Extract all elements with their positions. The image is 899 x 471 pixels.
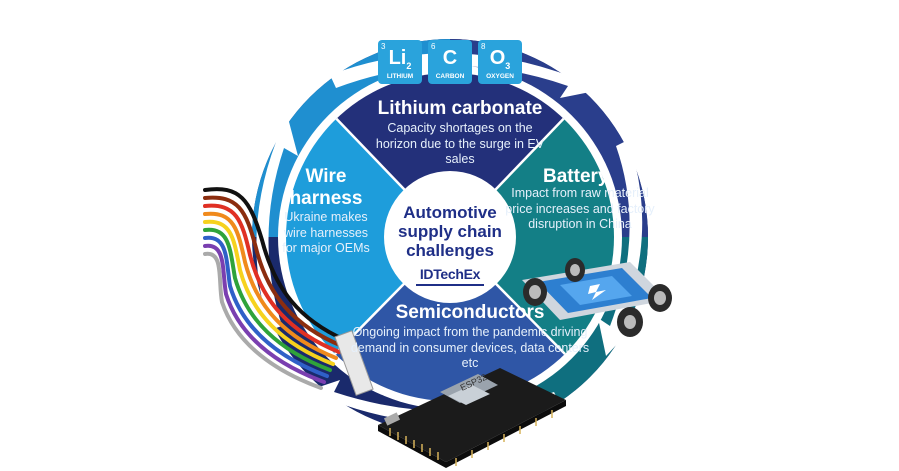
semiconductors-title: Semiconductors (395, 302, 545, 323)
element-symbol: Li2 (388, 47, 412, 71)
element-tile-lithium: 3 Li2 LITHIUM (378, 40, 422, 84)
element-tile-carbon: 6 C CARBON (428, 40, 472, 84)
element-symbol: O3 (489, 47, 511, 71)
element-number: 6 (431, 42, 436, 51)
element-name: LITHIUM (386, 73, 414, 80)
wire-harness-title: Wire harness (276, 166, 376, 210)
battery-title: Battery (543, 166, 609, 187)
element-name: OXYGEN (486, 73, 514, 80)
center-title-line: challenges (406, 241, 494, 260)
idtechex-logo: IDTechEx (419, 266, 481, 282)
element-number: 3 (381, 42, 386, 51)
center-title: Automotive supply chain challenges (388, 203, 512, 260)
element-number: 8 (481, 42, 486, 51)
element-name: CARBON (435, 73, 465, 80)
wire-harness-description: Ukraine makes wire harnesses for major O… (282, 210, 370, 255)
wire-connector (334, 330, 374, 396)
wire-harness-illustration (203, 187, 347, 390)
element-symbol: C (442, 47, 458, 69)
ring-arrow-right (598, 140, 643, 356)
battery-car-illustration (522, 258, 672, 337)
element-tile-oxygen: 8 O3 OXYGEN (478, 40, 522, 84)
wire-title-line: harness (289, 188, 363, 209)
center-title-line: supply chain (398, 222, 502, 241)
lithium-description: Capacity shortages on the horizon due to… (375, 121, 545, 166)
semiconductors-description: Ongoing impact from the pandemic driving… (350, 325, 590, 370)
center-circle (384, 171, 516, 303)
wire-title-line: Wire (305, 166, 347, 187)
battery-description: Impact from raw material price increases… (505, 186, 655, 231)
logo-underline (416, 284, 484, 286)
microcontroller-illustration: ESP32 (378, 368, 566, 468)
center-title-line: Automotive (403, 203, 497, 222)
lithium-title: Lithium carbonate (377, 98, 543, 119)
segment-lithium (286, 73, 614, 237)
